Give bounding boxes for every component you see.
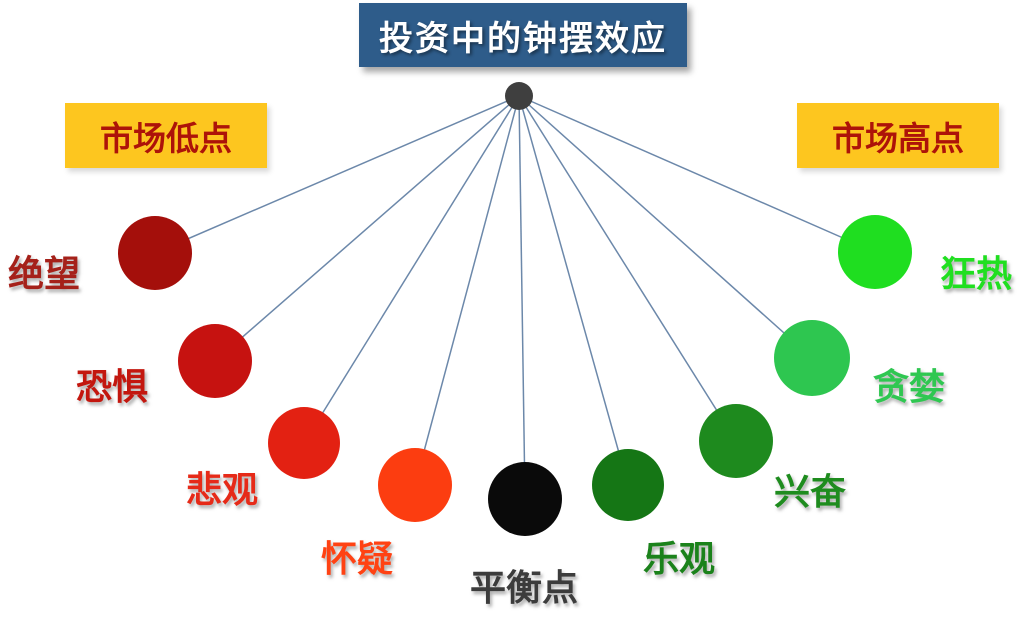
node-equilibrium-circle bbox=[488, 462, 562, 536]
pendulum-line-equilibrium bbox=[518, 95, 526, 500]
pendulum-line-mania bbox=[518, 95, 876, 253]
pendulum-line-excitement bbox=[518, 95, 737, 442]
pendulum-line-fear bbox=[214, 95, 520, 362]
market-high-label: 市场高点 bbox=[832, 118, 964, 158]
pendulum-line-despair bbox=[154, 95, 520, 254]
node-pessimism-label: 悲观 bbox=[185, 470, 259, 511]
market-low-label: 市场低点 bbox=[100, 118, 232, 158]
market-high-banner: 市场高点 bbox=[797, 103, 999, 168]
node-fear-label: 恐惧 bbox=[75, 367, 149, 408]
pendulum-line-optimism bbox=[518, 95, 629, 486]
market-low-banner: 市场低点 bbox=[65, 103, 267, 168]
node-fear-circle bbox=[178, 324, 252, 398]
title-banner: 投资中的钟摆效应 bbox=[359, 3, 687, 67]
page-title: 投资中的钟摆效应 bbox=[379, 18, 667, 59]
node-despair-circle bbox=[118, 216, 192, 290]
node-excitement-label: 兴奋 bbox=[773, 472, 847, 513]
pendulum-line-pessimism bbox=[303, 95, 520, 444]
pivot-dot bbox=[505, 82, 533, 110]
node-mania-label: 狂热 bbox=[939, 254, 1013, 295]
node-despair-label: 绝望 bbox=[7, 254, 81, 295]
pendulum-line-greed bbox=[518, 95, 813, 359]
node-mania-circle bbox=[838, 215, 912, 289]
node-optimism-label: 乐观 bbox=[642, 539, 716, 580]
node-optimism-circle bbox=[592, 449, 664, 521]
node-doubt-label: 怀疑 bbox=[320, 539, 394, 580]
node-greed-label: 贪婪 bbox=[872, 367, 946, 408]
node-pessimism-circle bbox=[268, 407, 340, 479]
node-equilibrium-label: 平衡点 bbox=[469, 568, 579, 609]
node-greed-circle bbox=[774, 320, 850, 396]
node-excitement-circle bbox=[699, 404, 773, 478]
pendulum-line-doubt bbox=[414, 95, 520, 486]
node-doubt-circle bbox=[378, 448, 452, 522]
